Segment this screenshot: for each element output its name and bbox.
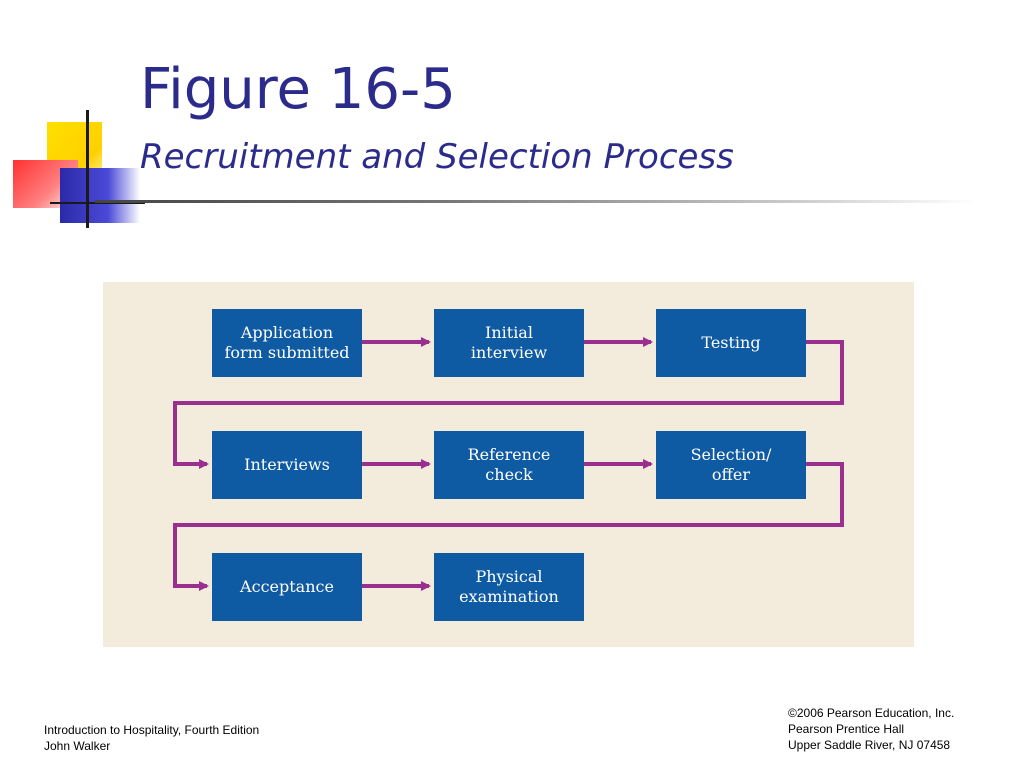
connector-layer	[173, 337, 844, 591]
horizontal-line-decoration	[50, 202, 145, 204]
slide-title: Figure 16-5	[140, 57, 456, 122]
step-interviews: Interviews	[212, 431, 362, 499]
blue-square-decoration	[60, 168, 140, 223]
title-divider	[95, 200, 975, 203]
decorative-logo	[0, 100, 150, 240]
step-selection-offer: Selection/offer	[656, 431, 806, 499]
footer-copyright-line: ©2006 Pearson Education, Inc.	[788, 706, 955, 720]
footer-book-info: Introduction to Hospitality, Fourth Edit…	[44, 722, 259, 754]
step-label: Interviews	[244, 455, 330, 474]
arrow-selection-to-acceptance	[173, 462, 844, 591]
arrow-testing-to-interviews	[173, 340, 844, 469]
step-label: Acceptance	[240, 577, 334, 596]
step-testing: Testing	[656, 309, 806, 377]
footer-author: John Walker	[44, 739, 111, 753]
step-label: Selection/offer	[690, 445, 772, 484]
footer-book-title: Introduction to Hospitality, Fourth Edit…	[44, 723, 260, 737]
footer-address: Upper Saddle River, NJ 07458	[788, 738, 951, 752]
step-acceptance: Acceptance	[212, 553, 362, 621]
step-label: Testing	[701, 333, 761, 352]
slide-subtitle: Recruitment and Selection Process	[140, 137, 734, 177]
footer-copyright: ©2006 Pearson Education, Inc. Pearson Pr…	[788, 705, 954, 753]
footer-publisher: Pearson Prentice Hall	[788, 722, 905, 736]
vertical-line-decoration	[86, 110, 89, 228]
